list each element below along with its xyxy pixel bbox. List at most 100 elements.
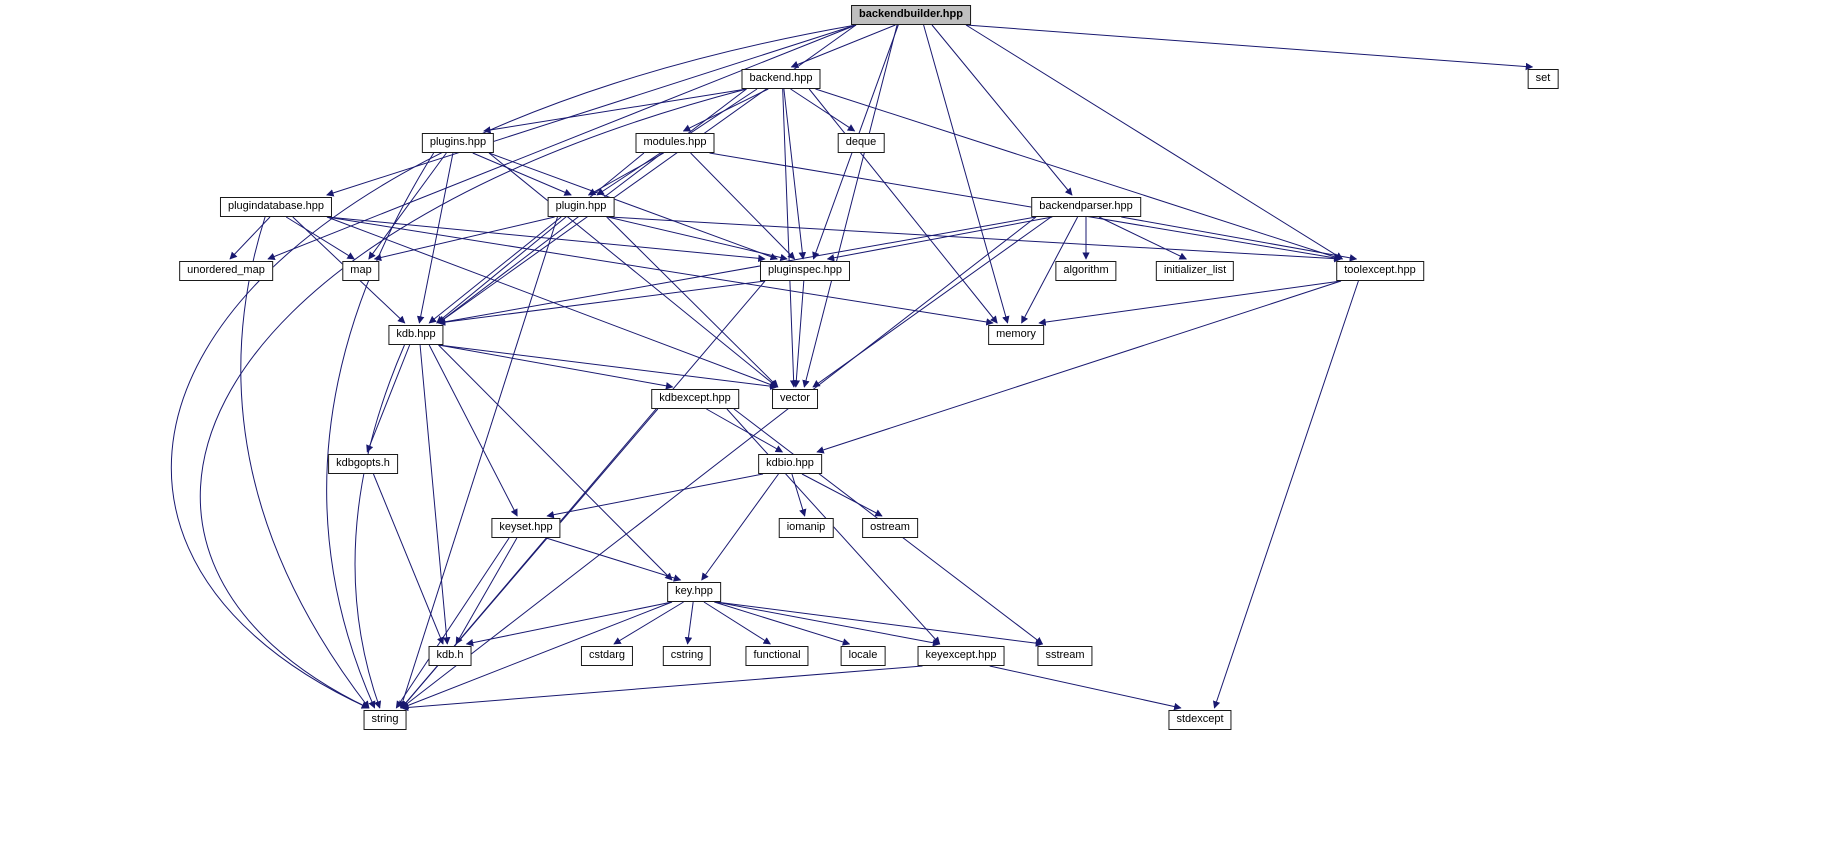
graph-node-kdb_hpp[interactable]: kdb.hpp [388, 325, 444, 345]
graph-node-functional[interactable]: functional [745, 646, 809, 666]
graph-node-vector[interactable]: vector [772, 389, 818, 409]
include-edge-plugindatabase-to-vector [326, 216, 778, 389]
graph-node-sstream[interactable]: sstream [1037, 646, 1093, 666]
include-edge-kdb_hpp-to-vector [438, 344, 778, 390]
include-edge-key_hpp-to-functional [703, 601, 771, 645]
include-edge-kdb_hpp-to-keyset [428, 344, 518, 517]
graph-node-ostream[interactable]: ostream [862, 518, 918, 538]
include-edge-backendbuilder-to-plugindatabase [326, 24, 857, 197]
graph-node-deque[interactable]: deque [837, 133, 885, 153]
include-edge-keyset-to-string [395, 537, 510, 709]
include-edge-keyexcept-to-stdexcept [989, 665, 1182, 711]
graph-node-plugindatabase[interactable]: plugindatabase.hpp [219, 197, 333, 217]
graph-node-map[interactable]: map [342, 261, 380, 281]
include-edge-pluginspec-to-vector [792, 280, 805, 388]
graph-node-backendbuilder: backendbuilder.hpp [851, 5, 971, 25]
include-edge-modules-to-pluginspec [690, 152, 796, 260]
include-edge-kdb_hpp-to-kdbgopts [366, 344, 411, 453]
include-edge-backend-to-string [199, 88, 747, 709]
graph-node-initializer_list[interactable]: initializer_list [1155, 261, 1235, 281]
graph-node-kdbgopts[interactable]: kdbgopts.h [328, 454, 398, 474]
include-edge-key_hpp-to-locale [714, 601, 851, 646]
include-edge-backend-to-toolexcept [815, 88, 1342, 261]
include-edge-backendbuilder-to-vector [802, 24, 898, 388]
include-edge-backendbuilder-to-memory [923, 24, 1010, 324]
include-edge-kdbio-to-key_hpp [701, 473, 779, 581]
graph-node-cstring[interactable]: cstring [662, 646, 712, 666]
graph-node-plugin[interactable]: plugin.hpp [547, 197, 615, 217]
graph-node-modules[interactable]: modules.hpp [635, 133, 715, 153]
graph-node-kdbexcept[interactable]: kdbexcept.hpp [651, 389, 739, 409]
graph-node-keyexcept[interactable]: keyexcept.hpp [917, 646, 1005, 666]
include-edge-plugindatabase-to-map [285, 216, 355, 260]
graph-node-memory[interactable]: memory [988, 325, 1044, 345]
include-edge-backend-to-pluginspec [783, 88, 807, 260]
include-edge-backend-to-deque [790, 88, 856, 132]
graph-node-plugins[interactable]: plugins.hpp [421, 133, 495, 153]
include-edge-keyset-to-key_hpp [546, 537, 682, 582]
include-edge-backendbuilder-to-toolexcept [965, 24, 1344, 260]
include-edge-plugins-to-map [368, 152, 447, 260]
include-edge-backend-to-plugins [483, 88, 747, 134]
include-edge-key_hpp-to-keyexcept [715, 601, 941, 647]
include-edge-backendbuilder-to-set [965, 24, 1534, 71]
include-edge-plugin-to-string [399, 216, 558, 709]
include-edge-plugins-to-plugin [472, 152, 572, 196]
include-edge-plugin-to-kdb_hpp [428, 216, 562, 324]
include-edge-plugins-to-vector [488, 152, 778, 388]
include-edge-plugins-to-pluginspec [488, 152, 778, 261]
graph-node-algorithm[interactable]: algorithm [1055, 261, 1117, 281]
include-edge-backendparser-to-initializer_list [1098, 216, 1187, 260]
include-edge-plugins-to-kdb_hpp [416, 152, 454, 324]
include-edge-backendbuilder-to-unordered_map [267, 24, 857, 260]
graph-node-unordered_map[interactable]: unordered_map [179, 261, 273, 281]
graph-node-pluginspec[interactable]: pluginspec.hpp [759, 261, 851, 281]
include-edge-toolexcept-to-kdbio [816, 280, 1342, 454]
include-edge-toolexcept-to-memory [1038, 280, 1342, 326]
include-edge-kdb_hpp-to-kdbexcept [438, 344, 674, 390]
include-edge-plugin-to-vector [606, 216, 779, 388]
include-edge-kdbio-to-iomanip [791, 473, 807, 517]
graph-node-cstdarg[interactable]: cstdarg [580, 646, 634, 666]
include-edge-kdbexcept-to-kdbio [706, 408, 784, 453]
graph-node-kdb_h[interactable]: kdb.h [428, 646, 472, 666]
graph-node-kdbio[interactable]: kdbio.hpp [758, 454, 822, 474]
include-edge-keyexcept-to-string [400, 665, 923, 712]
include-edge-toolexcept-to-stdexcept [1213, 280, 1359, 709]
graph-node-backend[interactable]: backend.hpp [741, 69, 821, 89]
graph-node-toolexcept[interactable]: toolexcept.hpp [1336, 261, 1424, 281]
include-edge-key_hpp-to-sstream [715, 601, 1044, 647]
include-edge-backendparser-to-pluginspec [826, 216, 1053, 262]
include-edge-kdb_hpp-to-kdb_h [419, 344, 451, 645]
graph-node-iomanip[interactable]: iomanip [778, 518, 834, 538]
include-edge-plugindatabase-to-pluginspec [326, 216, 766, 263]
graph-node-locale[interactable]: locale [840, 646, 886, 666]
include-edge-key_hpp-to-cstring [684, 601, 694, 645]
graph-node-key_hpp[interactable]: key.hpp [667, 582, 721, 602]
include-edge-kdbgopts-to-kdb_h [372, 473, 444, 645]
include-edge-kdbio-to-ostream [801, 473, 883, 517]
include-edge-modules-to-toolexcept [709, 152, 1342, 262]
graph-node-string[interactable]: string [363, 710, 407, 730]
graph-node-stdexcept[interactable]: stdexcept [1168, 710, 1232, 730]
include-edge-key_hpp-to-kdb_h [465, 601, 673, 647]
graph-node-backendparser[interactable]: backendparser.hpp [1031, 197, 1141, 217]
include-edge-modules-to-kdb_hpp [436, 152, 645, 324]
include-edge-backendbuilder-to-backendparser [931, 24, 1073, 196]
include-edge-plugindatabase-to-string [240, 216, 370, 709]
include-edge-kdb_hpp-to-key_hpp [438, 344, 673, 581]
include-edge-kdb_hpp-to-string [354, 344, 405, 709]
include-edge-plugin-to-pluginspec [607, 216, 788, 262]
include-edge-keyset-to-kdb_h [455, 537, 518, 645]
graph-node-keyset[interactable]: keyset.hpp [491, 518, 561, 538]
include-edge-kdbio-to-keyset [546, 473, 764, 519]
include-edge-backendparser-to-string [400, 216, 1037, 709]
include-edge-backend-to-memory [808, 88, 998, 324]
include-edge-plugin-to-toolexcept [609, 216, 1342, 263]
include-edge-backend-to-vector [782, 88, 798, 388]
include-edge-key_hpp-to-cstdarg [613, 601, 684, 645]
include-edge-backendparser-to-toolexcept [1121, 216, 1358, 262]
graph-node-set[interactable]: set [1527, 69, 1559, 89]
